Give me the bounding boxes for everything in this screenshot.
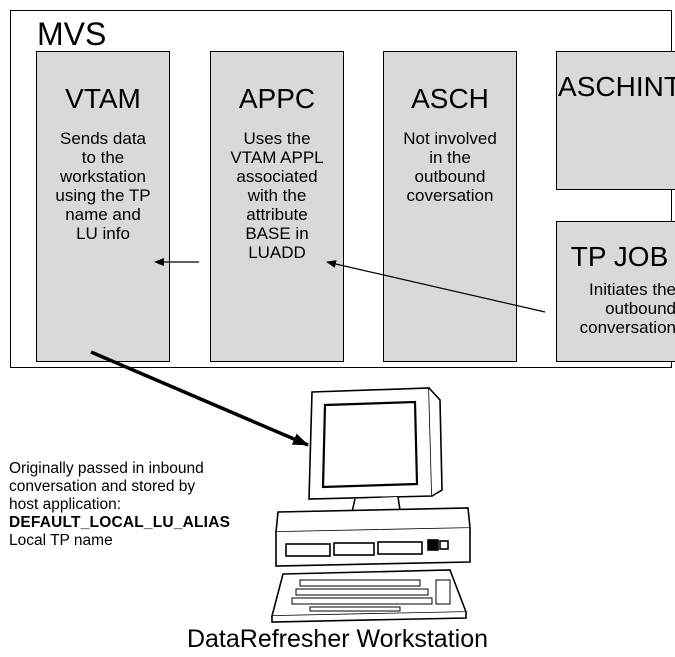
note-line: host application: <box>9 496 122 513</box>
appc-box: APPC Uses the VTAM APPL associated with … <box>210 51 344 362</box>
inbound-info-note: Originally passed in inbound conversatio… <box>9 460 230 550</box>
note-tp-name: Local TP name <box>9 532 113 549</box>
vtam-description: Sends data to the workstation using the … <box>55 129 151 243</box>
note-line: Originally passed in inbound <box>9 460 204 477</box>
appc-title: APPC <box>238 83 316 114</box>
tpjob-description: Initiates the outbound conversation <box>579 280 675 337</box>
mvs-label: MVS <box>37 16 107 52</box>
workstation-computer-icon <box>270 387 471 623</box>
mvs-system-frame: MVS VTAM Sends data to the workstation u… <box>10 10 675 368</box>
asch-description: Not involved in the outbound coversation <box>403 129 497 205</box>
arrow-vtam-to-workstation <box>90 350 309 447</box>
aschint-title: ASCHINT <box>558 71 675 102</box>
aschint-box: ASCHINT <box>556 51 675 190</box>
asch-box: ASCH Not involved in the outbound covers… <box>383 51 517 362</box>
asch-title: ASCH <box>411 83 489 114</box>
workstation-label: DataRefresher Workstation <box>186 625 489 653</box>
arrow-tpjob-to-appc <box>326 260 546 313</box>
note-lu-alias: DEFAULT_LOCAL_LU_ALIAS <box>9 514 231 531</box>
appc-description: Uses the VTAM APPL associated with the a… <box>230 129 324 262</box>
tpjob-box: TP JOB Initiates the outbound conversati… <box>556 221 675 362</box>
note-line: conversation and stored by <box>9 478 196 495</box>
vtam-box: VTAM Sends data to the workstation using… <box>36 51 170 362</box>
vtam-title: VTAM <box>65 83 141 114</box>
tpjob-title: TP JOB <box>570 241 669 272</box>
